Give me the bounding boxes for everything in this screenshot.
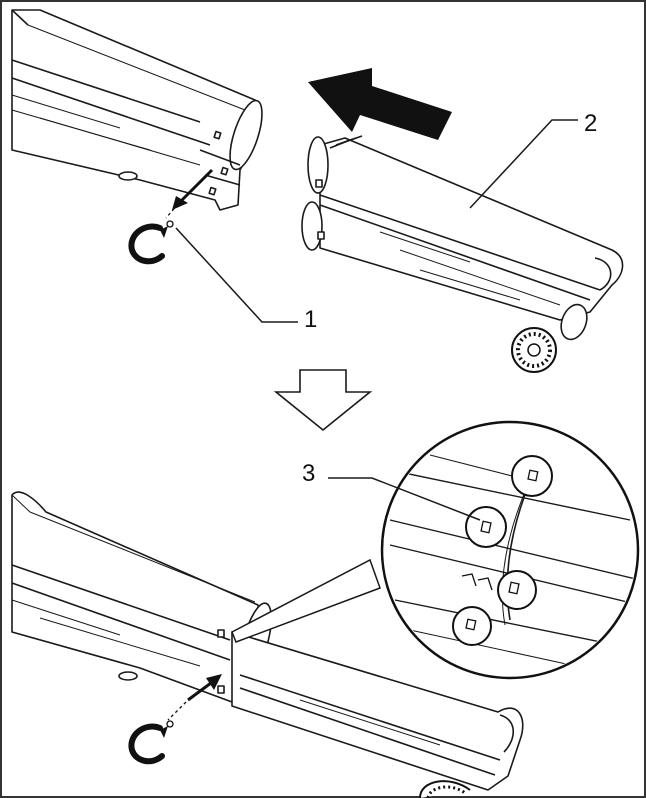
leader-line-2 bbox=[469, 119, 578, 209]
circlip-icon-bottom bbox=[128, 720, 174, 765]
arrow-left-icon bbox=[308, 68, 452, 140]
detail-magnifier bbox=[231, 420, 640, 680]
moving-tube-top bbox=[301, 135, 624, 341]
callout-3: 3 bbox=[302, 460, 316, 487]
arrow-down-outline-icon bbox=[273, 369, 373, 432]
wheel-bottom bbox=[419, 780, 471, 798]
leader-line-1 bbox=[175, 227, 298, 323]
insert-arrow-top bbox=[165, 168, 214, 219]
callout-1: 1 bbox=[304, 306, 318, 333]
fixed-tube-top bbox=[11, 9, 263, 211]
leader-line-3 bbox=[328, 477, 481, 521]
assembled-tube-bottom bbox=[11, 491, 524, 791]
circlip-icon bbox=[128, 220, 174, 265]
wheel bbox=[511, 327, 557, 373]
callout-2: 2 bbox=[584, 110, 598, 137]
insert-arrow-bottom bbox=[167, 674, 222, 721]
